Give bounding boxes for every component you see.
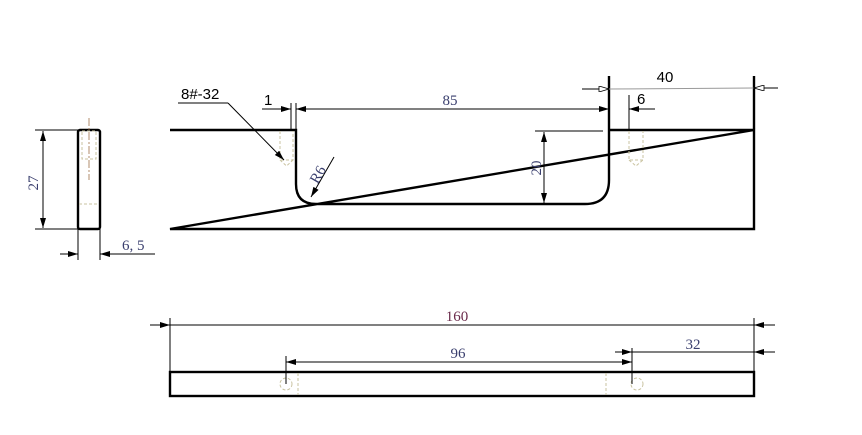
thread-hole-hidden <box>81 130 97 160</box>
top-profile <box>168 370 756 398</box>
thread-spec-label: 8#-32 <box>181 86 219 103</box>
side-view: 27 6, 5 <box>26 118 155 260</box>
notch-width-label: 85 <box>443 93 458 109</box>
hole-offset-label: 6 <box>637 91 645 108</box>
front-view: 8#-32 1 85 6 40 R6 20 <box>169 69 778 231</box>
radius-leader <box>310 156 335 198</box>
front-profile <box>169 76 756 231</box>
hole-end-label: 32 <box>686 337 701 353</box>
total-length-label: 160 <box>446 309 469 325</box>
thread-hole-right-hidden <box>628 131 644 167</box>
thread-hole-left-hidden <box>279 131 294 167</box>
hole-spacing-label: 96 <box>451 346 467 362</box>
height-label: 27 <box>26 175 42 191</box>
hole-right <box>630 377 644 391</box>
end-width-dimension <box>608 87 755 90</box>
radius-label: R6 <box>307 163 330 187</box>
notch-depth-label: 20 <box>529 161 545 176</box>
end-width-label: 40 <box>657 69 674 86</box>
width-label: 6, 5 <box>122 238 145 254</box>
thread-leader <box>227 102 285 161</box>
offset-label: 1 <box>264 92 272 109</box>
top-view: 160 96 32 <box>150 309 775 398</box>
